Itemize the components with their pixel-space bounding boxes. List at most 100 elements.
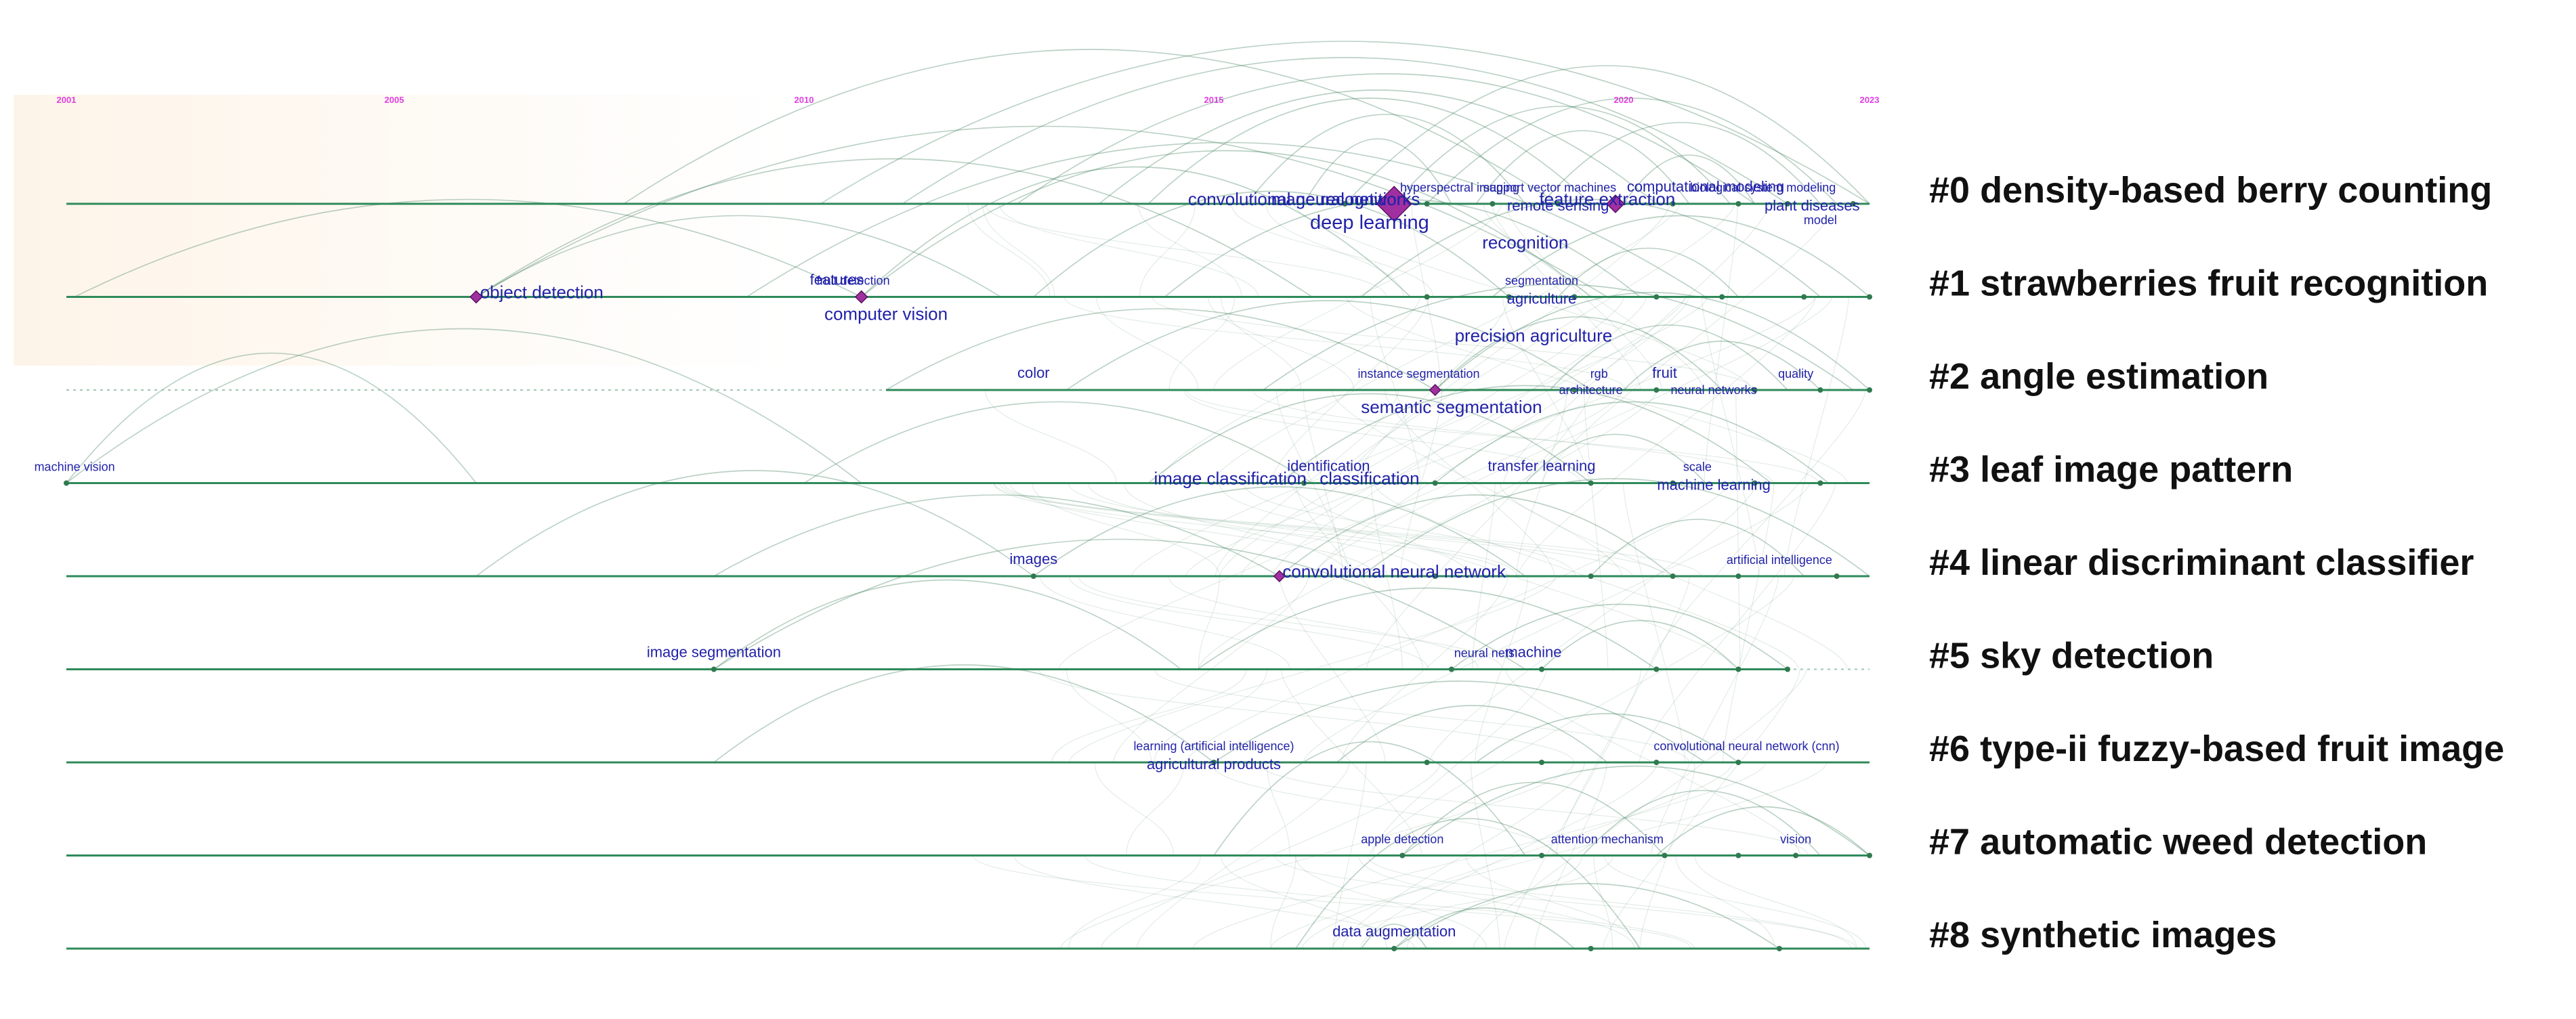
- keyword-label: instance segmentation: [1357, 367, 1479, 381]
- keyword-node: [1571, 387, 1578, 393]
- cross-cluster-link: [1058, 389, 1624, 670]
- year-label: 2015: [1204, 95, 1224, 105]
- citation-arc: [1303, 138, 1452, 204]
- citation-arc: [1525, 433, 1706, 484]
- cross-cluster-link: [981, 203, 1055, 297]
- cross-cluster-link: [1735, 389, 1741, 670]
- burst-node: [1429, 383, 1441, 397]
- cross-cluster-link: [1694, 855, 1857, 949]
- keyword-label: machine vision: [35, 460, 115, 474]
- year-label: 2023: [1860, 95, 1880, 105]
- cross-cluster-link: [994, 483, 1509, 577]
- cross-cluster-link: [1040, 576, 1290, 670]
- citation-arc: [902, 57, 1788, 204]
- citation-arc: [1623, 341, 1821, 391]
- cross-cluster-link: [1137, 203, 1242, 297]
- cross-cluster-link: [1649, 389, 1866, 670]
- year-label: 2005: [385, 95, 404, 105]
- keyword-label: remote sensing: [1507, 197, 1609, 214]
- year-band: [14, 95, 793, 366]
- keyword-node: [1735, 760, 1741, 765]
- cross-cluster-link: [1406, 855, 1582, 949]
- keyword-node: [1653, 760, 1660, 765]
- citation-arc: [1246, 114, 1526, 204]
- citation-arc: [1541, 620, 1739, 670]
- keyword-node: [1555, 201, 1561, 207]
- keyword-node: [1539, 666, 1544, 672]
- citation-arc: [1590, 519, 1804, 577]
- keyword-node: [1801, 294, 1807, 300]
- citation-arc: [1393, 907, 1575, 949]
- citation-arc: [1492, 215, 1870, 298]
- cross-cluster-link: [1429, 483, 1756, 763]
- citation-arc: [1549, 324, 1788, 391]
- cross-cluster-link: [1152, 297, 1754, 391]
- keyword-label: transfer learning: [1488, 458, 1596, 475]
- citation-arc: [1147, 393, 1592, 484]
- citation-arc: [1213, 741, 1526, 856]
- cross-cluster-link: [1367, 855, 1852, 949]
- cross-cluster-link: [1603, 855, 1866, 949]
- keyword-node: [1588, 573, 1594, 579]
- cross-cluster-link: [1186, 483, 1729, 763]
- citation-arc: [820, 41, 1870, 204]
- cross-cluster-link: [1231, 203, 1434, 297]
- cross-cluster-link: [1002, 483, 1664, 577]
- keyword-label: machine learning: [1657, 477, 1771, 494]
- citation-arc: [803, 401, 1313, 484]
- cross-cluster-link: [1198, 389, 1657, 670]
- keyword-node: [1735, 666, 1741, 672]
- citation-arc: [476, 158, 1313, 298]
- cross-cluster-link: [1335, 203, 1735, 483]
- cross-cluster-link: [1473, 669, 1807, 949]
- cross-cluster-link: [1252, 389, 1773, 483]
- year-label: 2001: [57, 95, 77, 105]
- cluster-label-c2: #2 angle estimation: [1929, 356, 2268, 397]
- citation-arc: [74, 198, 862, 298]
- keyword-node: [1424, 294, 1430, 300]
- cross-cluster-link: [1270, 855, 1296, 949]
- keyword-label: computational modeling: [1627, 178, 1784, 195]
- cross-cluster-link: [1068, 855, 1201, 949]
- citation-arc: [1147, 97, 1592, 204]
- citation-arc: [66, 328, 862, 484]
- cross-cluster-link: [1078, 576, 1503, 670]
- burst-node: [1273, 569, 1286, 583]
- keyword-node: [1793, 852, 1799, 859]
- cross-cluster-link: [1154, 669, 1689, 763]
- keyword-label: biological system modeling: [1690, 181, 1836, 194]
- cross-cluster-link: [1555, 576, 1690, 856]
- cross-cluster-link: [1265, 203, 1404, 297]
- cross-cluster-link: [1013, 855, 1415, 949]
- keyword-node: [1653, 387, 1660, 393]
- cluster-tracks: [66, 202, 1870, 950]
- keyword-label: data augmentation: [1332, 923, 1456, 940]
- keyword-node: [1653, 666, 1660, 672]
- keyword-label: computer vision: [824, 304, 948, 324]
- cross-cluster-link: [1358, 855, 1635, 949]
- cross-cluster-link: [1183, 389, 1582, 483]
- keyword-label: learning (artificial intelligence): [1133, 739, 1294, 753]
- cross-cluster-link: [1009, 483, 1376, 577]
- keyword-label: agriculture: [1507, 290, 1577, 307]
- cross-cluster-link: [1593, 855, 1613, 949]
- keyword-label: object detection: [480, 282, 604, 303]
- citation-arc: [1655, 806, 1870, 857]
- citation-arc: [1017, 73, 1756, 204]
- keyword-node: [1670, 573, 1676, 579]
- citation-arc: [1279, 385, 1772, 484]
- cross-cluster-link: [1651, 576, 1779, 856]
- keyword-node: [1776, 946, 1782, 951]
- cross-cluster-link: [1094, 762, 1175, 856]
- cross-cluster-link: [1198, 576, 1220, 670]
- keyword-label: convolutional neural network (cnn): [1653, 739, 1839, 753]
- burst-node: [469, 290, 483, 304]
- keyword-label: apple detection: [1361, 833, 1443, 846]
- keyword-label: architecture: [1559, 383, 1623, 397]
- citation-arc: [1541, 122, 1821, 204]
- keyword-node: [1571, 294, 1578, 300]
- citation-arc: [1336, 705, 1608, 763]
- citation-arc: [713, 664, 1215, 763]
- cross-cluster-link: [1219, 483, 1469, 577]
